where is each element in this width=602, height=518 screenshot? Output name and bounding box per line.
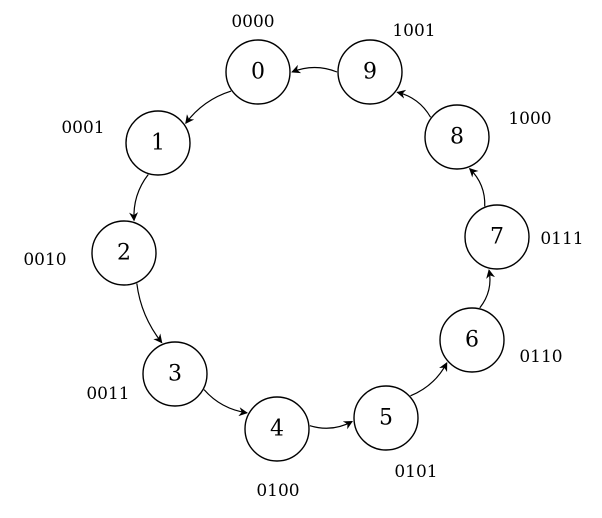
state-circle-4 xyxy=(244,396,310,462)
state-node-9: 9 1001 xyxy=(337,21,436,105)
state-node-2: 2 0010 xyxy=(23,220,157,286)
transition-arrow-0-to-1 xyxy=(185,90,232,125)
state-code-3: 0011 xyxy=(86,384,129,404)
state-circle-9 xyxy=(337,39,403,105)
transition-arrow-8-to-9 xyxy=(396,89,432,118)
state-number-5: 5 xyxy=(379,406,393,431)
transition-arrow-7-to-8 xyxy=(468,167,486,207)
state-node-3: 3 0011 xyxy=(86,341,208,407)
state-node-1: 1 0001 xyxy=(61,110,191,176)
state-circle-5 xyxy=(353,385,419,451)
state-node-0: 0 0000 xyxy=(225,12,291,105)
state-code-5: 0101 xyxy=(394,462,437,482)
transition-arcs xyxy=(129,64,495,430)
state-code-2: 0010 xyxy=(23,250,66,270)
state-circle-6 xyxy=(439,307,505,373)
state-number-8: 8 xyxy=(450,125,464,150)
state-circle-7 xyxy=(464,204,530,270)
transition-arrow-6-to-7 xyxy=(479,269,495,309)
state-code-7: 0111 xyxy=(540,229,583,249)
state-circle-8 xyxy=(424,104,490,170)
state-code-0: 0000 xyxy=(231,12,274,32)
state-nodes: 0 0000 1 0001 2 0010 3 0011 4 0100 xyxy=(23,12,583,501)
state-node-5: 5 0101 xyxy=(353,385,438,482)
state-number-3: 3 xyxy=(168,362,182,387)
state-number-1: 1 xyxy=(151,131,165,156)
transition-arrow-4-to-5 xyxy=(309,420,353,430)
transition-arrow-2-to-3 xyxy=(136,283,163,344)
state-number-7: 7 xyxy=(490,225,504,250)
state-code-9: 1001 xyxy=(392,21,435,41)
state-code-6: 0110 xyxy=(519,347,562,367)
state-node-7: 7 0111 xyxy=(464,204,584,270)
state-node-8: 8 1000 xyxy=(424,104,552,170)
state-circle-0 xyxy=(225,39,291,105)
state-code-4: 0100 xyxy=(256,481,299,501)
state-code-1: 0001 xyxy=(61,118,104,138)
state-number-2: 2 xyxy=(117,241,131,266)
state-node-4: 4 0100 xyxy=(244,396,310,501)
transition-arrow-1-to-2 xyxy=(129,174,149,222)
state-circle-2 xyxy=(91,220,157,286)
state-circle-1 xyxy=(125,110,191,176)
state-circle-3 xyxy=(142,341,208,407)
state-number-0: 0 xyxy=(251,60,265,85)
state-number-6: 6 xyxy=(465,328,479,353)
state-number-9: 9 xyxy=(363,60,377,85)
state-number-4: 4 xyxy=(270,417,284,442)
transition-arrow-9-to-0 xyxy=(291,64,338,74)
transition-arrow-3-to-4 xyxy=(203,389,248,417)
state-code-8: 1000 xyxy=(508,109,551,129)
state-node-6: 6 0110 xyxy=(439,307,563,373)
transition-arrow-5-to-6 xyxy=(410,362,448,397)
